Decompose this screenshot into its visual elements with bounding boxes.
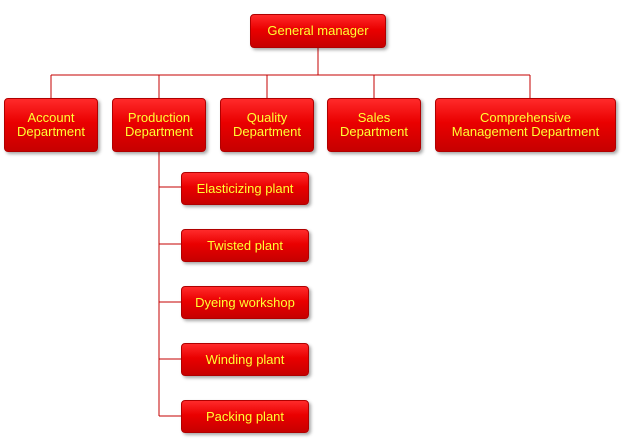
general-manager-box[interactable]: General manager xyxy=(250,14,386,48)
elasticizing-plant-box[interactable]: Elasticizing plant xyxy=(181,172,309,205)
packing-plant-box[interactable]: Packing plant xyxy=(181,400,309,433)
twisted-plant-box[interactable]: Twisted plant xyxy=(181,229,309,262)
quality-department-box[interactable]: Quality Department xyxy=(220,98,314,152)
comprehensive-management-department-box[interactable]: Comprehensive Management Department xyxy=(435,98,616,152)
production-department-box[interactable]: Production Department xyxy=(112,98,206,152)
account-department-box[interactable]: Account Department xyxy=(4,98,98,152)
winding-plant-box[interactable]: Winding plant xyxy=(181,343,309,376)
dyeing-workshop-box[interactable]: Dyeing workshop xyxy=(181,286,309,319)
sales-department-box[interactable]: Sales Department xyxy=(327,98,421,152)
